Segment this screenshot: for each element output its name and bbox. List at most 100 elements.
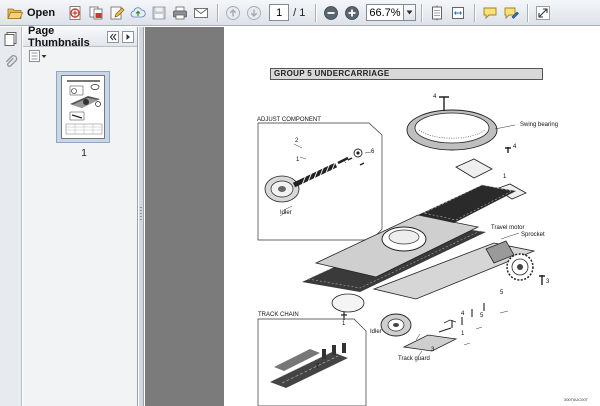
pdf-page: GROUP 5 UNDERCARRIAGE: [224, 27, 600, 406]
splitter-grip[interactable]: [140, 207, 142, 221]
zoom-level-input[interactable]: [366, 4, 405, 21]
combine-files-icon: [89, 6, 103, 19]
callout-number: 4: [461, 311, 465, 317]
thumbnails-panel-header: Page Thumbnails: [23, 24, 137, 49]
callout-number: 1: [342, 321, 346, 327]
pencil-page-icon: [110, 6, 125, 19]
inset-idler-label: Idler: [280, 210, 292, 216]
toolbar-separator: [474, 3, 476, 22]
thumbnail-options-button[interactable]: [29, 50, 47, 62]
email-button[interactable]: [191, 3, 211, 23]
inset-recoil-spring: [292, 148, 365, 188]
panel-menu-button[interactable]: [122, 30, 134, 43]
highlight-button[interactable]: [501, 3, 521, 23]
zoom-in-button[interactable]: [342, 3, 362, 23]
envelope-icon: [194, 7, 209, 18]
thumbnail-page-number: 1: [81, 148, 87, 159]
edit-pdf-button[interactable]: [107, 3, 127, 23]
expand-arrows-icon: [536, 5, 551, 20]
arrow-up-circle-icon: [226, 5, 241, 20]
create-pdf-icon: [69, 5, 81, 20]
callout-number: 3: [431, 347, 435, 353]
save-button[interactable]: [149, 3, 169, 23]
paperclip-icon: [5, 55, 18, 67]
collapse-panel-button[interactable]: [107, 30, 119, 43]
toolbar-separator: [217, 3, 219, 22]
inset-idler-wheel: [264, 175, 300, 203]
fit-width-icon: [452, 6, 465, 19]
create-pdf-button[interactable]: [65, 3, 85, 23]
lower-track-frame: [302, 184, 536, 300]
combine-files-button[interactable]: [86, 3, 106, 23]
pages-icon: [4, 32, 17, 46]
fit-page-icon: [432, 5, 443, 20]
page-thumbnail-selected[interactable]: [56, 71, 110, 143]
sprocket-wheel: [506, 253, 534, 281]
thumbnail-diagram-image: [65, 80, 103, 135]
print-button[interactable]: [170, 3, 190, 23]
chevron-down-icon: [406, 10, 413, 15]
printer-icon: [173, 6, 188, 19]
panel-splitter[interactable]: [139, 27, 144, 406]
callout-number: 1: [296, 157, 300, 163]
expand-button[interactable]: [533, 3, 553, 23]
next-page-button[interactable]: [244, 3, 264, 23]
swing-bearing-label: Swing bearing: [520, 122, 559, 128]
callout-number: 6: [371, 149, 375, 155]
plus-circle-icon: [345, 5, 360, 20]
section-heading: GROUP 5 UNDERCARRIAGE: [270, 68, 543, 80]
drawing-code: 300T6UC00T: [563, 397, 588, 402]
callout-number: 7: [316, 364, 320, 370]
page-thumbnails-tab[interactable]: [3, 31, 19, 47]
main-toolbar: Open: [0, 0, 600, 26]
double-chevron-left-icon: [109, 33, 117, 40]
page-number-input[interactable]: [269, 4, 290, 21]
navigation-pane-strip: [0, 27, 22, 406]
open-button[interactable]: Open: [3, 3, 59, 23]
undercarriage-exploded-diagram: [257, 96, 545, 406]
callout-number: 3: [546, 279, 550, 285]
attachments-tab[interactable]: [3, 54, 19, 70]
toolbar-separator: [315, 3, 317, 22]
options-list-icon: [29, 50, 47, 62]
folder-open-icon: [7, 8, 23, 19]
previous-page-button[interactable]: [223, 3, 243, 23]
toolbar-separator: [527, 3, 529, 22]
zoom-out-button[interactable]: [321, 3, 341, 23]
fit-page-button[interactable]: [427, 3, 447, 23]
callout-number: 4: [433, 94, 437, 100]
swing-bearing-ring: [406, 109, 498, 151]
callout-number: 5: [480, 313, 484, 319]
track-chain-label: TRACK CHAIN: [258, 312, 299, 318]
idler-label: Idler: [370, 329, 382, 335]
comment-button[interactable]: [480, 3, 500, 23]
floppy-disk-icon: [152, 6, 166, 19]
chevron-right-icon: [126, 33, 130, 40]
toolbar-separator: [421, 3, 423, 22]
track-chain-links: [270, 343, 348, 388]
main-idler-wheel: [380, 313, 412, 337]
callout-number: 1: [461, 331, 465, 337]
highlighter-icon: [504, 7, 520, 19]
page-total-label: / 1: [293, 6, 306, 19]
upload-button[interactable]: [128, 3, 148, 23]
adjust-component-label: ADJUST COMPONENT: [257, 117, 321, 123]
travel-motor-label: Travel motor: [491, 225, 525, 231]
callout-number: 4: [513, 144, 517, 150]
track-guard-label: Track guard: [398, 356, 430, 362]
callout-number: 1: [503, 174, 507, 180]
minus-circle-icon: [324, 5, 339, 20]
sprocket-label: Sprocket: [521, 232, 545, 238]
callout-number: 5: [500, 290, 504, 296]
callout-number: 2: [295, 138, 299, 144]
zoom-dropdown-button[interactable]: [404, 4, 417, 21]
speech-bubble-icon: [483, 7, 497, 19]
full-screen-fit-button[interactable]: [448, 3, 468, 23]
page-thumbnails-panel: Page Thumbnails: [23, 24, 138, 406]
cloud-upload-icon: [130, 6, 146, 17]
open-label: Open: [27, 6, 56, 19]
thumbnails-panel-title: Page Thumbnails: [28, 24, 90, 49]
page-thumbnail-image: [61, 75, 105, 139]
document-viewport[interactable]: GROUP 5 UNDERCARRIAGE: [145, 27, 600, 406]
thumbnails-options-bar: [23, 47, 137, 65]
